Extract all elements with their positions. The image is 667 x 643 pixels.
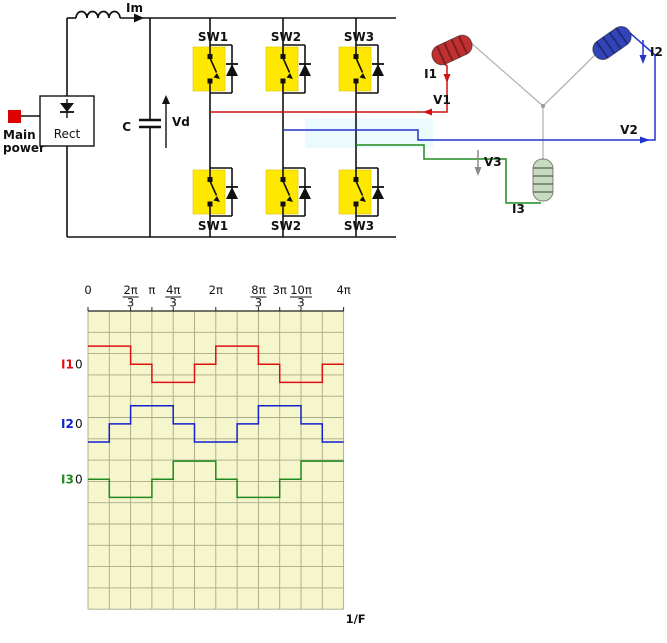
im-arrow-icon: [134, 13, 144, 23]
series-label-I2: I2: [61, 417, 74, 431]
motor-coil-phase3: [532, 158, 554, 202]
waveform-I2: [88, 405, 344, 443]
phase-wire-3: [356, 144, 541, 204]
i1-arrow-icon: [443, 74, 451, 83]
x-tick-label: 0: [84, 283, 91, 297]
x-tick-label: π: [148, 283, 155, 297]
v3-label: V3: [484, 155, 502, 169]
highlight-region: [305, 118, 433, 148]
waveform-I1: [88, 345, 344, 384]
i2-arrow-icon: [639, 55, 647, 64]
series-zero-label: 0: [75, 417, 83, 431]
x-axis-note: 1/F: [346, 612, 366, 626]
series-zero-label: 0: [75, 357, 83, 371]
rectifier-label: Rect: [54, 127, 81, 141]
star-point: [541, 104, 545, 108]
main-power-label-line1: Main: [3, 128, 36, 142]
x-tick-fraction-numerator: 8π: [251, 283, 265, 297]
x-tick-fraction-denominator: 3: [297, 296, 304, 310]
sw1-top-label: SW1: [198, 30, 228, 44]
x-tick-fraction-denominator: 3: [170, 296, 177, 310]
v2-arrow-icon: [640, 136, 650, 144]
phase-wire-2: [283, 32, 656, 141]
switch-module-top-1: [192, 44, 239, 94]
x-tick-label: 2π: [209, 283, 223, 297]
i1-label: I1: [424, 67, 437, 81]
x-tick-label: 4π: [336, 283, 350, 297]
motor-link-phase1: [469, 41, 544, 107]
i3-label: I3: [512, 202, 525, 216]
sw1-bottom-label: SW1: [198, 219, 228, 233]
motor-link-phase2: [542, 53, 597, 107]
x-tick-label: 3π: [273, 283, 287, 297]
sw3-bottom-label: SW3: [344, 219, 374, 233]
waveform-I3: [88, 460, 344, 499]
series-label-I1: I1: [61, 357, 74, 371]
inverter-leg-2: [265, 18, 312, 237]
switch-module-bottom-3: [338, 167, 385, 217]
v3-arrow-icon: [474, 167, 482, 176]
switch-module-bottom-1: [192, 167, 239, 217]
v1-label: V1: [433, 93, 451, 107]
x-tick-fraction-denominator: 3: [127, 296, 134, 310]
inverter-leg-1: [192, 18, 239, 237]
sw2-bottom-label: SW2: [271, 219, 301, 233]
sw2-top-label: SW2: [271, 30, 301, 44]
series-zero-label: 0: [75, 472, 83, 486]
inductor-icon: [75, 10, 121, 19]
v2-label: V2: [620, 123, 638, 137]
main-power-label-line2: power: [3, 141, 45, 155]
switch-module-top-3: [338, 44, 385, 94]
circuit-diagram: Im Main power Rect C Vd: [3, 1, 663, 238]
motor-coil-phase2: [588, 21, 636, 65]
switch-module-top-2: [265, 44, 312, 94]
phase-wire-1: [210, 56, 448, 113]
x-tick-fraction-numerator: 4π: [166, 283, 180, 297]
switch-module-bottom-2: [265, 167, 312, 217]
sw3-top-label: SW3: [344, 30, 374, 44]
diode-icon: [60, 103, 74, 112]
v1-arrow-icon: [423, 108, 432, 116]
capacitor-label: C: [122, 120, 131, 134]
x-tick-fraction-numerator: 10π: [290, 283, 312, 297]
x-tick-fraction-denominator: 3: [255, 296, 262, 310]
main-power-square: [8, 110, 21, 123]
im-label: Im: [126, 1, 143, 15]
series-label-I3: I3: [61, 472, 74, 486]
vd-label: Vd: [172, 115, 190, 129]
motor-coil-phase1: [427, 31, 477, 69]
vd-arrow-head: [162, 95, 170, 104]
x-tick-fraction-numerator: 2π: [123, 283, 137, 297]
i2-label: I2: [650, 45, 663, 59]
